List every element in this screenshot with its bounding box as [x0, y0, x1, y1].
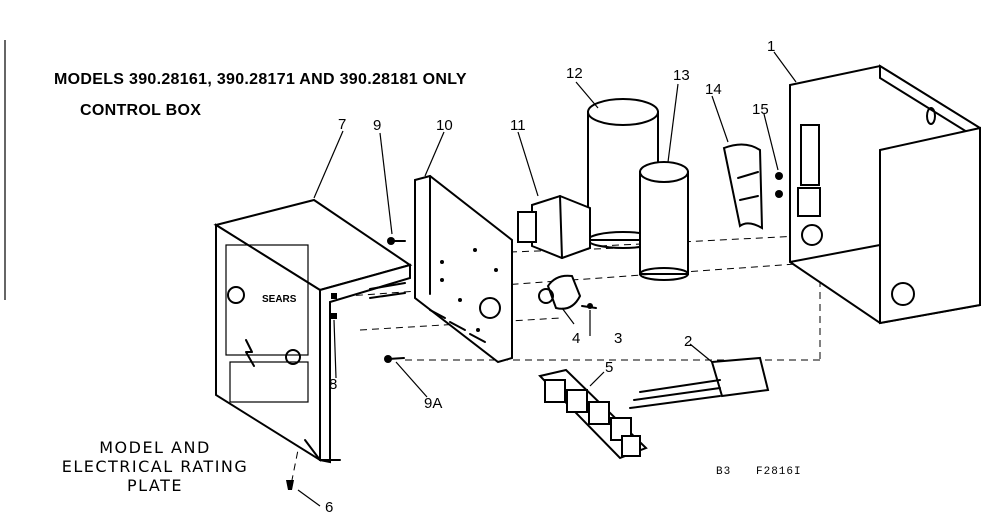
screws-part-9 — [369, 237, 406, 299]
diagram-title: MODELS 390.28161, 390.28171 AND 390.2818… — [54, 71, 467, 88]
enclosure-part-1 — [789, 64, 981, 325]
plate-label-line-1: MODEL AND — [99, 438, 211, 457]
callout-14: 14 — [705, 81, 722, 98]
callout-3: 3 — [614, 330, 623, 347]
capacitor-part-13 — [639, 161, 689, 281]
callout-12: 12 — [566, 65, 583, 82]
drawing-code-right: F2816I — [756, 466, 802, 478]
callout-15: 15 — [752, 101, 769, 118]
leader-lines — [297, 51, 797, 507]
screw-part-9a — [384, 355, 405, 363]
screw-part-3 — [581, 303, 597, 309]
relay-part-11 — [517, 194, 591, 260]
callout-9: 9 — [373, 117, 382, 134]
plate-label-line-2: ELECTRICAL RATING — [61, 457, 249, 476]
callout-11: 11 — [510, 117, 526, 134]
terminal-block-part-5 — [538, 368, 648, 460]
plate-label: MODEL AND ELECTRICAL RATING PLATE — [40, 438, 270, 495]
screws-part-8 — [331, 293, 337, 319]
screw-part-6 — [286, 480, 294, 490]
panel-part-10 — [414, 174, 513, 364]
callout-10: 10 — [436, 117, 453, 134]
thermostat-part-4 — [538, 274, 582, 310]
drawing-code-left: B3 — [716, 466, 732, 478]
panel-brand-text: SEARS — [262, 294, 297, 305]
callout-8: 8 — [329, 376, 338, 393]
bracket-part-14 — [722, 143, 764, 230]
diagram-subtitle: CONTROL BOX — [80, 102, 202, 119]
callout-7: 7 — [338, 116, 347, 133]
callout-5: 5 — [605, 359, 614, 376]
nuts-part-15 — [775, 172, 783, 198]
callout-4: 4 — [572, 330, 581, 347]
callout-2: 2 — [684, 333, 693, 350]
harness-part-2 — [629, 356, 770, 409]
callout-6: 6 — [325, 499, 334, 516]
callout-13: 13 — [673, 67, 690, 84]
callout-9a: 9A — [424, 395, 443, 412]
plate-label-line-3: PLATE — [126, 476, 183, 495]
cover-part-7 — [213, 198, 413, 464]
callout-1: 1 — [767, 38, 776, 55]
